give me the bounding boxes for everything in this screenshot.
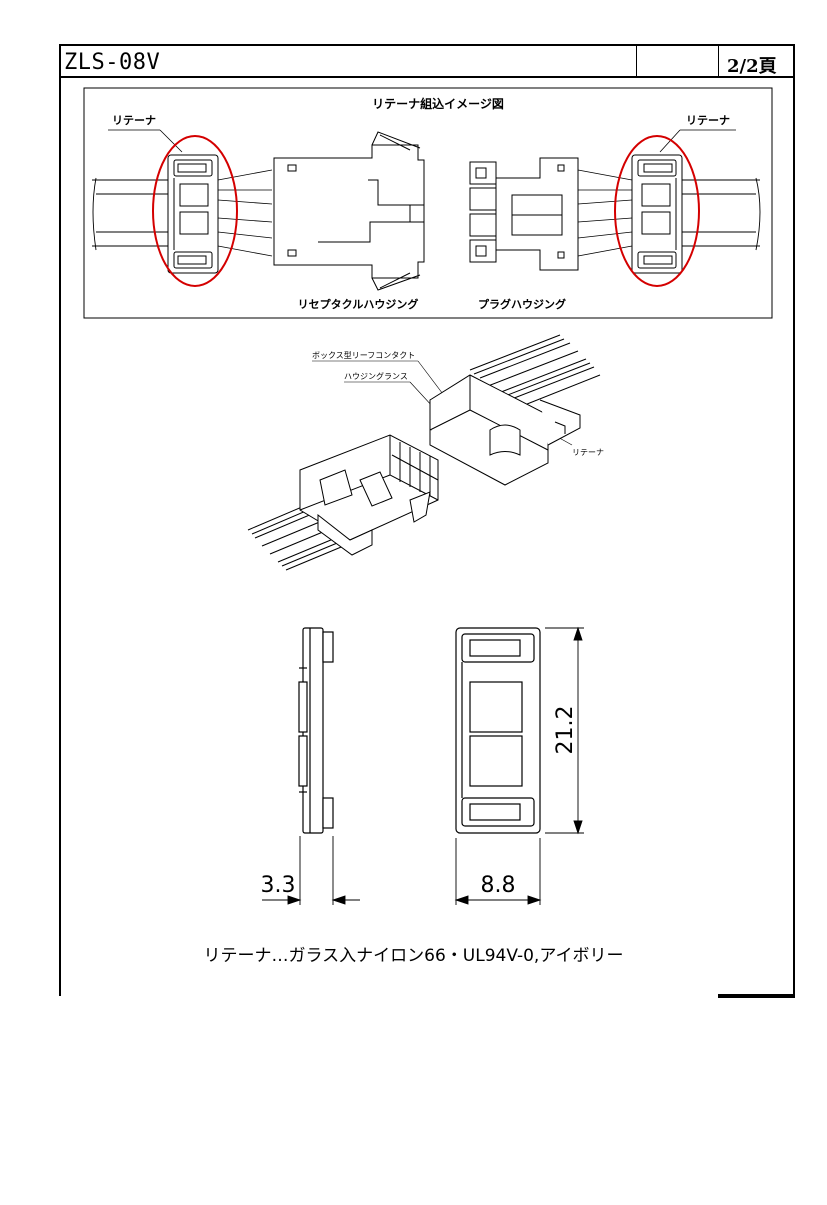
header-divider-1 xyxy=(636,44,637,77)
retainer-front-view xyxy=(455,627,541,834)
retainer-assembly-diagram: リテーナ組込イメージ図 リテーナ リテーナ xyxy=(83,87,773,319)
thickness-dimension-value: 3.3 xyxy=(261,873,296,898)
plug-housing-iso xyxy=(429,374,581,486)
isometric-connector-diagram: ボックス型リーフコンタクト ハウジングランス リテーナ xyxy=(247,334,604,571)
left-retainer xyxy=(167,154,219,274)
left-cable-bundle xyxy=(92,177,175,251)
thickness-dimension xyxy=(262,836,360,905)
material-note: リテーナ…ガラス入ナイロン66・UL94V-0,アイボリー xyxy=(203,946,624,966)
header-bottom-line xyxy=(59,76,795,78)
right-cable-bundle xyxy=(682,177,761,251)
right-retainer xyxy=(631,154,683,274)
left-wires xyxy=(217,169,273,257)
retainer-dimension-drawing: 21.2 3.3 8.8 xyxy=(261,626,584,905)
plug-label: プラグハウジング xyxy=(478,297,566,311)
frame-bottom-mark xyxy=(718,994,795,998)
right-retainer-callout: リテーナ xyxy=(686,114,730,127)
right-wires xyxy=(577,169,633,257)
receptacle-label: リセプタクルハウジング xyxy=(298,297,419,311)
frame-left-line xyxy=(59,44,61,996)
document-code: ZLS-08V xyxy=(64,50,161,75)
left-retainer-callout: リテーナ xyxy=(112,114,156,127)
page-number: 2/2頁 xyxy=(727,56,777,77)
height-dimension-value: 21.2 xyxy=(553,706,578,755)
retainer-side-view xyxy=(298,627,334,834)
frame-right-line xyxy=(793,44,795,996)
assembly-title: リテーナ組込イメージ図 xyxy=(372,96,504,111)
frame-top-line xyxy=(59,44,795,46)
width-dimension xyxy=(454,838,542,905)
left-retainer-highlight xyxy=(152,135,238,287)
iso-retainer-callout: リテーナ xyxy=(572,448,604,457)
receptacle-housing-iso xyxy=(299,434,439,556)
plug-housing xyxy=(469,157,579,271)
plug-wire-set xyxy=(469,334,601,411)
width-dimension-value: 8.8 xyxy=(481,873,516,898)
height-dimension xyxy=(545,626,584,835)
contact-callout: ボックス型リーフコンタクト xyxy=(312,351,415,360)
header-divider-2 xyxy=(718,44,719,77)
right-retainer-highlight xyxy=(614,135,700,287)
receptacle-housing xyxy=(273,131,425,291)
lance-callout: ハウジングランス xyxy=(344,371,408,381)
